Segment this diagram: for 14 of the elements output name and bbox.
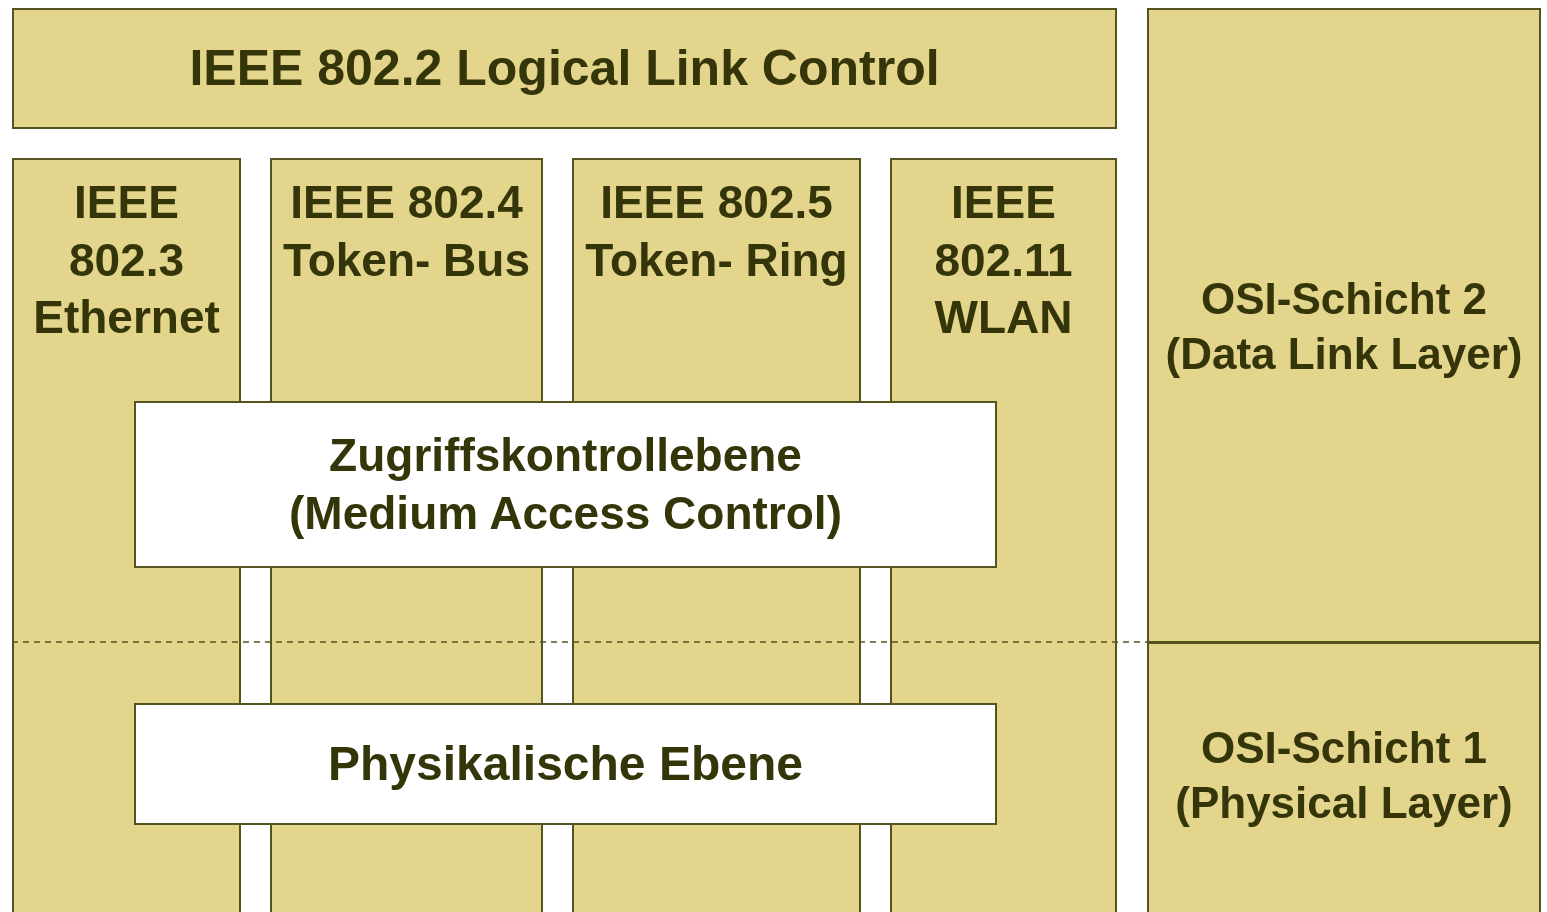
header-band: [12, 8, 1117, 129]
sublayer-label: Zugriffskontrollebene (Medium Access Control): [288, 428, 843, 541]
column-label: IEEE 802.5 Token- Ring: [584, 175, 849, 288]
layer-box: [1147, 8, 1541, 643]
layer-box: [1147, 642, 1541, 912]
layer-label: OSI-Schicht 2 (Data Link Layer): [1164, 272, 1524, 380]
sublayer-box: [134, 703, 997, 825]
column-label: IEEE 802.4 Token- Bus: [281, 175, 532, 288]
sublayer-box: [134, 401, 997, 568]
sublayer-label: Physikalische Ebene: [327, 736, 804, 792]
column-label: IEEE 802.11 WLAN: [933, 175, 1074, 345]
column-label: IEEE 802.3 Ethernet: [32, 175, 221, 345]
layer-label: IEEE 802.2 Logical Link Control: [188, 39, 941, 99]
layer-label: OSI-Schicht 1 (Physical Layer): [1174, 722, 1514, 829]
